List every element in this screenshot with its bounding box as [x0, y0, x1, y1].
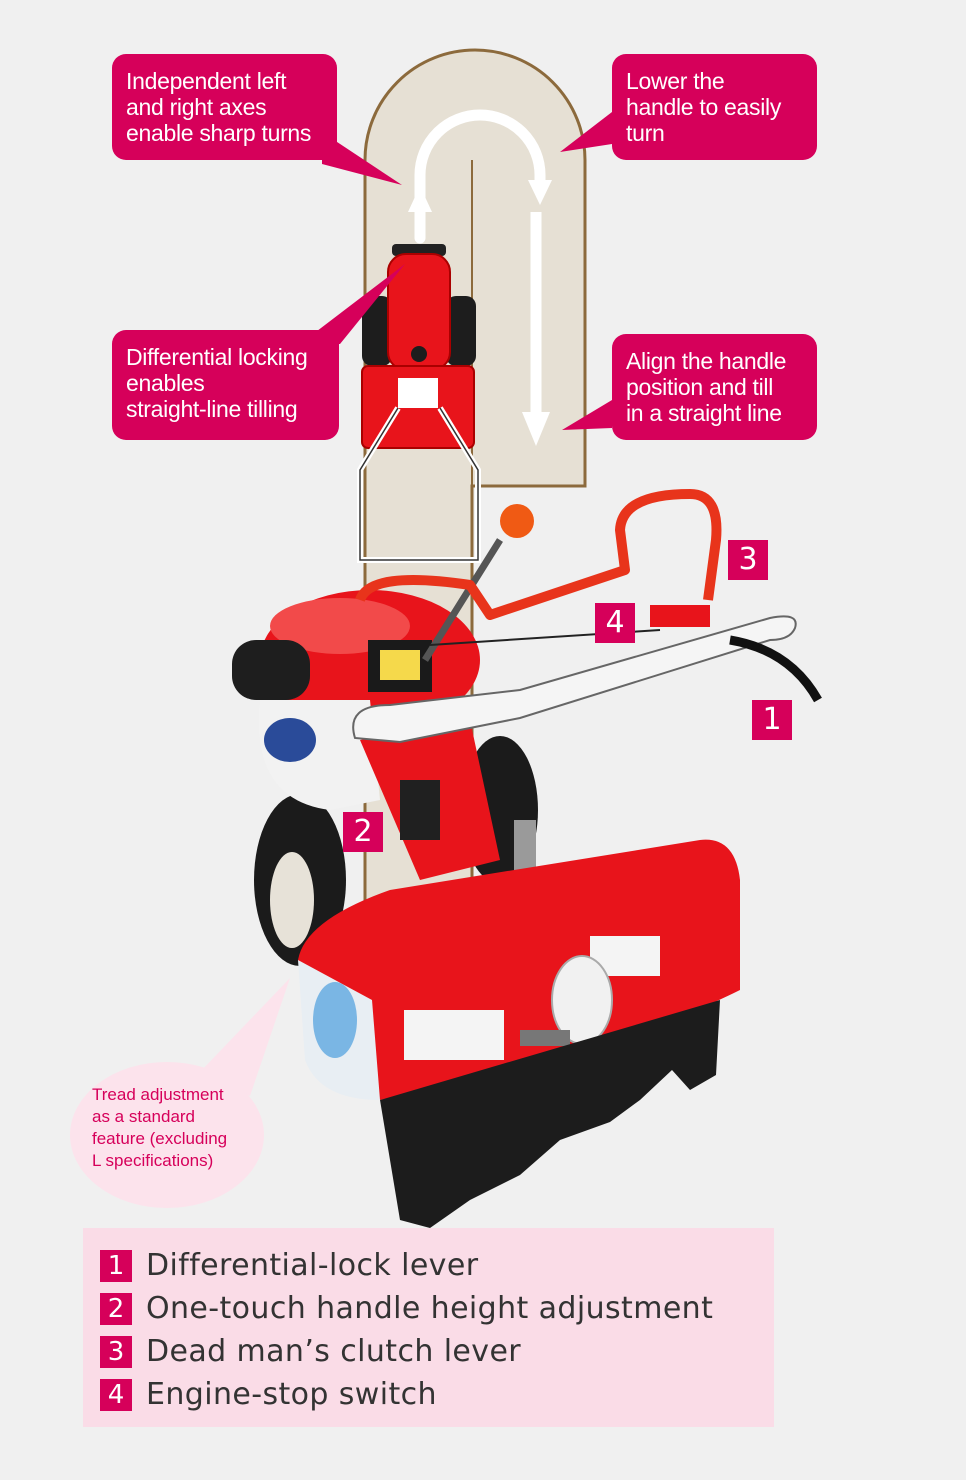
legend-number: 1 — [100, 1249, 132, 1282]
arrow-head-down — [522, 412, 550, 446]
tiller-top-view — [357, 244, 481, 563]
callout-line: position and till — [626, 374, 774, 400]
legend-number: 4 — [100, 1378, 132, 1411]
callout-line: Align the handle — [626, 348, 787, 374]
engine-cap — [232, 640, 310, 700]
callout-line: Lower the — [626, 68, 725, 94]
badge-1: 1 — [752, 700, 792, 740]
callout-align-handle: Align the handle position and till in a … — [612, 334, 817, 440]
callout-line: Differential locking — [126, 344, 308, 370]
tread-note-line: L specifications) — [92, 1151, 214, 1170]
tread-adjustment-note: Tread adjustment as a standard feature (… — [70, 1062, 264, 1208]
legend-item: 4 Engine-stop switch — [100, 1373, 774, 1416]
control-lever — [422, 538, 503, 662]
callout-line: straight-line tilling — [126, 396, 298, 422]
pointer-align-handle — [562, 400, 612, 430]
legend-item: 2 One-touch handle height adjustment — [100, 1287, 774, 1330]
tread-note-line: Tread adjustment — [92, 1085, 224, 1104]
lever-knob — [500, 504, 534, 538]
pointer-tread — [200, 978, 290, 1096]
pointer-diff-locking — [300, 264, 405, 344]
callout-line: turn — [626, 120, 665, 146]
tiller-machine — [232, 489, 822, 1228]
callout-lower-handle: Lower the handle to easily turn — [612, 54, 817, 160]
callout-line: and right axes — [126, 94, 267, 120]
turn-path-arrow — [414, 109, 546, 244]
pointer-sharp-turns — [322, 132, 402, 185]
legend-number: 3 — [100, 1335, 132, 1368]
legend-item: 3 Dead man’s clutch lever — [100, 1330, 774, 1373]
legend-number: 2 — [100, 1292, 132, 1325]
clutch-lever — [729, 635, 822, 703]
legend-text: Dead man’s clutch lever — [146, 1334, 522, 1369]
white-handlebar — [352, 615, 797, 744]
callout-line: handle to easily — [626, 94, 782, 120]
feature-legend: 1 Differential-lock lever 2 One-touch ha… — [83, 1228, 774, 1427]
legend-text: Engine-stop switch — [146, 1377, 437, 1412]
tread-note-line: as a standard — [92, 1107, 196, 1126]
rear-flap — [380, 1000, 720, 1228]
badge-2: 2 — [343, 812, 383, 852]
arrow-head-up — [408, 186, 432, 212]
tread-note-line: feature (excluding — [92, 1129, 228, 1148]
callout-line: enables — [126, 370, 205, 396]
badge-3: 3 — [728, 540, 768, 580]
callout-line: enable sharp turns — [126, 120, 312, 146]
red-handle — [355, 489, 722, 620]
callout-sharp-turns: Independent left and right axes enable s… — [112, 54, 337, 160]
pointer-lower-handle — [560, 112, 612, 152]
legend-text: Differential-lock lever — [146, 1248, 479, 1283]
legend-item: 1 Differential-lock lever — [100, 1244, 774, 1287]
arrow-head-down-top — [528, 180, 552, 205]
callout-line: in a straight line — [626, 400, 782, 426]
legend-text: One-touch handle height adjustment — [146, 1291, 714, 1326]
callout-line: Independent left — [126, 68, 287, 94]
callout-diff-locking: Differential locking enables straight-li… — [112, 330, 339, 440]
badge-4: 4 — [595, 603, 635, 643]
